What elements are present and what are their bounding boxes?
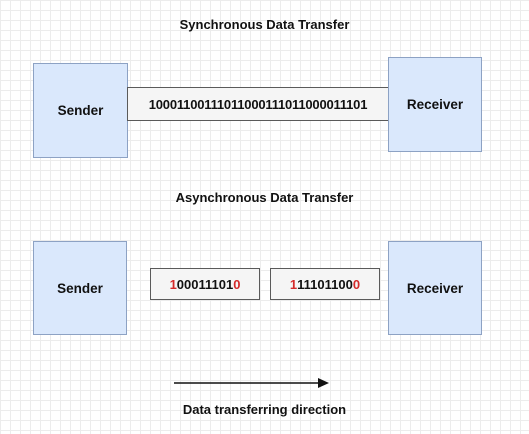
sync-bitstream: 10001100111011000111011000011101	[127, 87, 389, 121]
async-title: Asynchronous Data Transfer	[175, 190, 354, 205]
data-bits: 00011101	[176, 276, 234, 292]
async-sender-box: Sender	[33, 241, 127, 335]
direction-label: Data transferring direction	[182, 402, 347, 417]
stop-bit: 0	[233, 276, 241, 292]
sync-title: Synchronous Data Transfer	[179, 17, 350, 32]
sync-receiver-box: Receiver	[388, 57, 482, 152]
direction-arrow-icon	[174, 378, 329, 388]
stop-bit: 0	[352, 276, 361, 292]
sync-sender-box: Sender	[33, 63, 128, 158]
data-bits: 11101100	[297, 276, 353, 292]
start-bit: 1	[289, 276, 298, 292]
async-receiver-box: Receiver	[388, 241, 482, 335]
start-bit: 1	[169, 276, 177, 292]
